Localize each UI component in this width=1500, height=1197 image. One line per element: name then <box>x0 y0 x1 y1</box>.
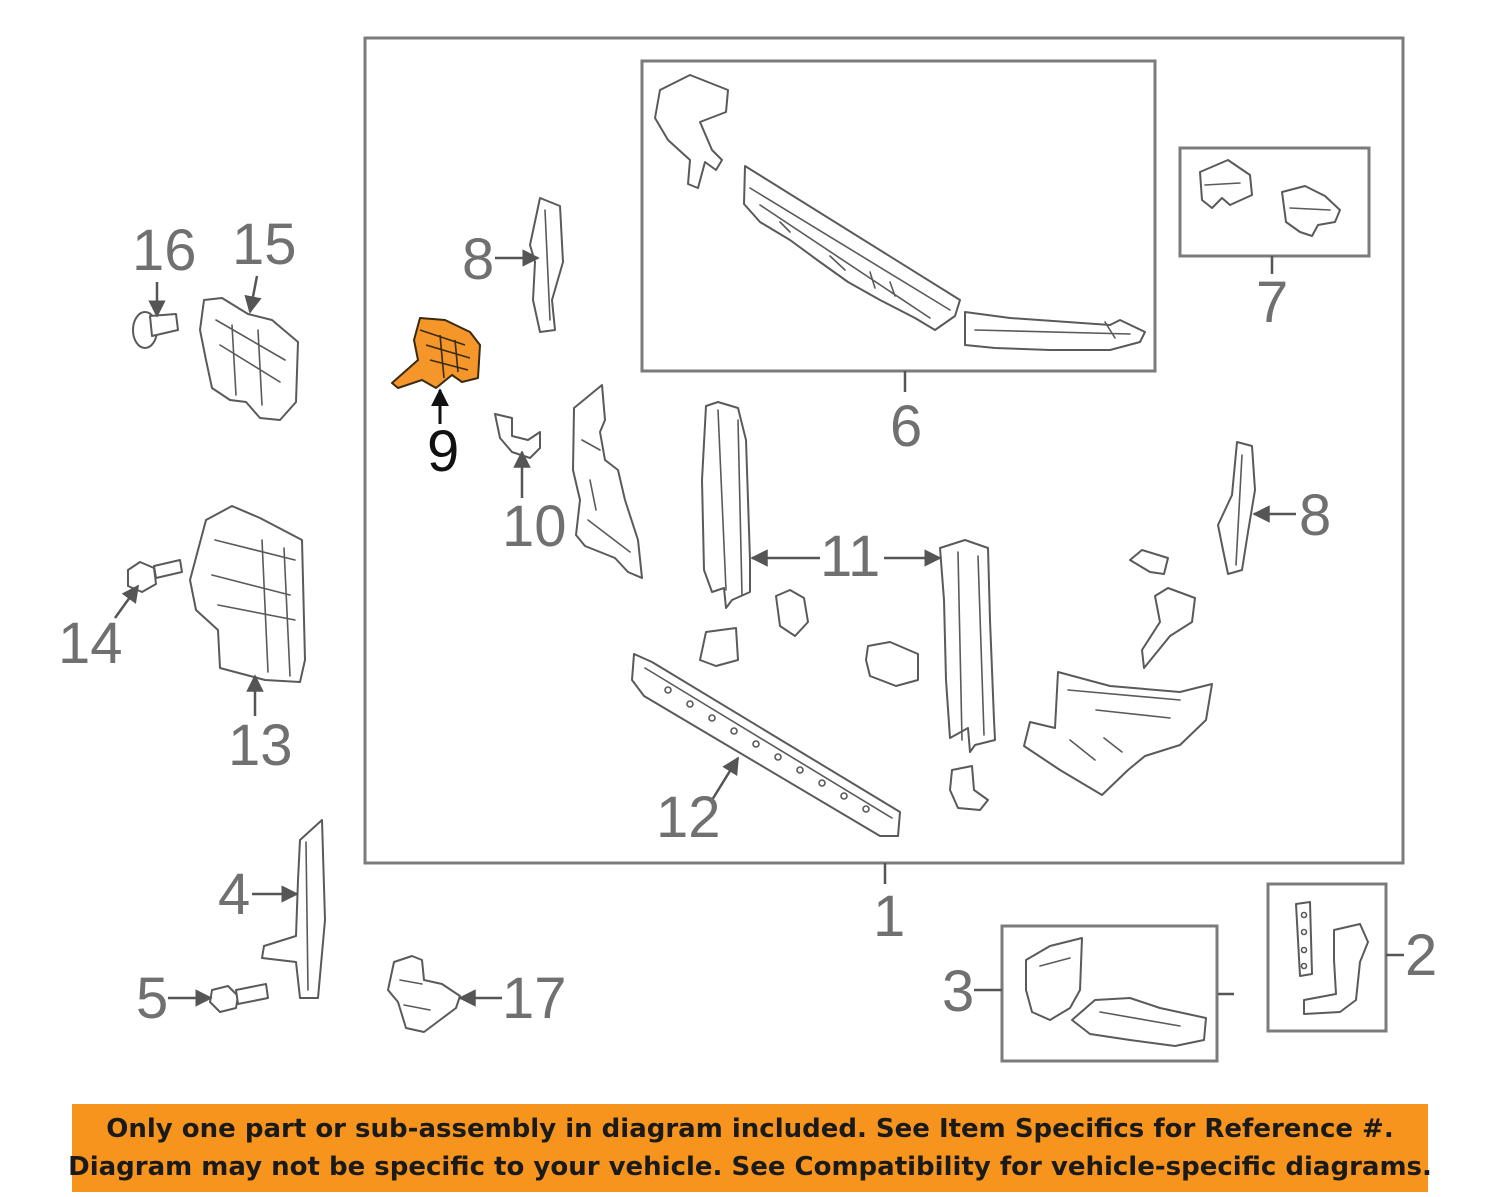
part-17-sensor <box>387 955 461 1033</box>
disclaimer-line-1: Only one part or sub-assembly in diagram… <box>106 1114 1394 1144</box>
subassembly-frame-7 <box>1178 146 1371 258</box>
part-11-pillars <box>701 401 996 753</box>
callout-12: 12 <box>656 785 721 850</box>
callout-2: 2 <box>1405 923 1437 988</box>
part-misc-brackets <box>699 589 989 811</box>
part-7-brackets <box>1199 159 1341 237</box>
part-4-strip <box>261 819 326 999</box>
callout-8-left: 8 <box>462 227 494 292</box>
part-13-side-panel <box>189 505 306 683</box>
leader-lines <box>113 249 1404 1007</box>
callout-5: 5 <box>136 966 168 1031</box>
part-10-small-bracket <box>494 413 541 459</box>
callout-16: 16 <box>132 218 197 283</box>
callout-8-right: 8 <box>1299 483 1331 548</box>
part-8-left-brace <box>529 197 564 333</box>
part-15-plate <box>199 297 299 421</box>
callout-10: 10 <box>502 494 567 559</box>
callout-6: 6 <box>890 394 922 459</box>
part-14-bolt <box>127 559 183 593</box>
callout-9: 9 <box>427 419 459 484</box>
callout-15: 15 <box>232 212 297 277</box>
part-12-lower-rail <box>631 653 901 837</box>
part-right-lower-panel <box>1023 671 1213 796</box>
part-8-right-brace <box>1217 441 1256 575</box>
part-side-panel <box>572 384 643 579</box>
part-9-highlighted-bracket <box>391 317 481 389</box>
part-2-assembly <box>1295 901 1369 1015</box>
callout-11: 11 <box>820 524 880 589</box>
disclaimer-banner: Only one part or sub-assembly in diagram… <box>68 1104 1432 1192</box>
subassembly-frame-2 <box>1266 882 1388 1033</box>
callout-1: 1 <box>873 884 905 949</box>
callout-17: 17 <box>502 966 567 1031</box>
part-16-clip <box>132 311 179 349</box>
callout-7: 7 <box>1256 270 1288 335</box>
subassembly-frame-3 <box>1000 924 1219 1063</box>
part-6-upper-support <box>654 74 1146 351</box>
callout-3: 3 <box>942 959 974 1024</box>
part-3-assembly <box>1025 937 1207 1047</box>
callout-4: 4 <box>218 862 250 927</box>
callout-13: 13 <box>228 713 293 778</box>
disclaimer-line-2: Diagram may not be specific to your vehi… <box>68 1152 1432 1182</box>
part-right-small-brackets <box>1129 549 1196 669</box>
subassembly-frame-6 <box>640 59 1157 373</box>
part-5-bolt <box>209 983 269 1013</box>
callout-14: 14 <box>58 611 123 676</box>
